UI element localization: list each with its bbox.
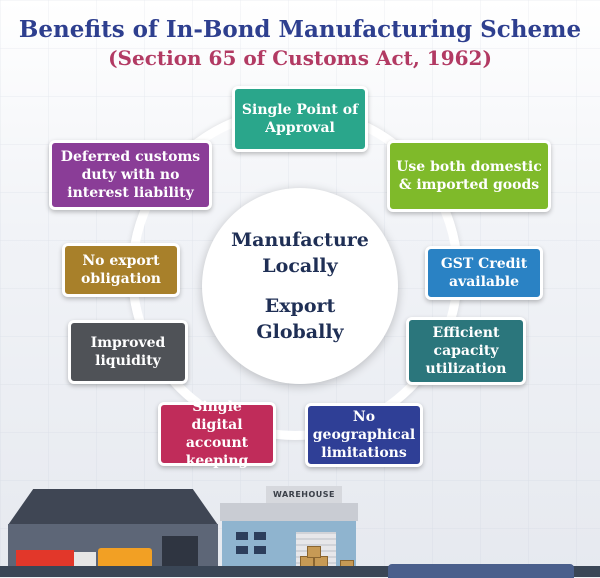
center-line-locally: Locally xyxy=(262,255,338,277)
benefit-capacity-utilization: Efficient capacity utilization xyxy=(406,317,526,385)
warehouse-left-roof xyxy=(8,489,218,525)
benefit-no-export-obligation: No export obligation xyxy=(62,243,180,297)
benefit-gst-credit: GST Credit available xyxy=(425,246,543,300)
ground xyxy=(0,566,600,577)
page-subtitle: (Section 65 of Customs Act, 1962) xyxy=(108,46,492,70)
benefit-deferred-customs-duty: Deferred customs duty with no interest l… xyxy=(49,140,212,210)
window-icon xyxy=(236,546,248,554)
bottom-panel xyxy=(388,564,574,578)
warehouse-sign: WAREHOUSE xyxy=(266,486,342,503)
benefit-no-geographical-limitations: No geographical limitations xyxy=(305,403,423,467)
crate-icon xyxy=(307,546,321,558)
center-line-export: Export xyxy=(264,295,336,317)
warehouse-right-roof xyxy=(220,503,358,521)
benefit-domestic-imported-goods: Use both domestic & imported goods xyxy=(387,140,551,212)
window-icon xyxy=(254,532,266,540)
center-line-globally: Globally xyxy=(256,321,344,343)
window-icon xyxy=(254,546,266,554)
window-icon xyxy=(236,532,248,540)
benefit-single-point-of-approval: Single Point of Approval xyxy=(232,86,368,152)
warehouse-left-door xyxy=(162,536,198,570)
center-line-manufacture: Manufacture xyxy=(231,229,369,251)
benefit-digital-account-keeping: Single digital account keeping xyxy=(158,399,276,469)
page-title: Benefits of In-Bond Manufacturing Scheme xyxy=(18,16,582,43)
center-circle: Manufacture Locally Export Globally xyxy=(202,188,398,384)
benefit-improved-liquidity: Improved liquidity xyxy=(68,320,188,384)
